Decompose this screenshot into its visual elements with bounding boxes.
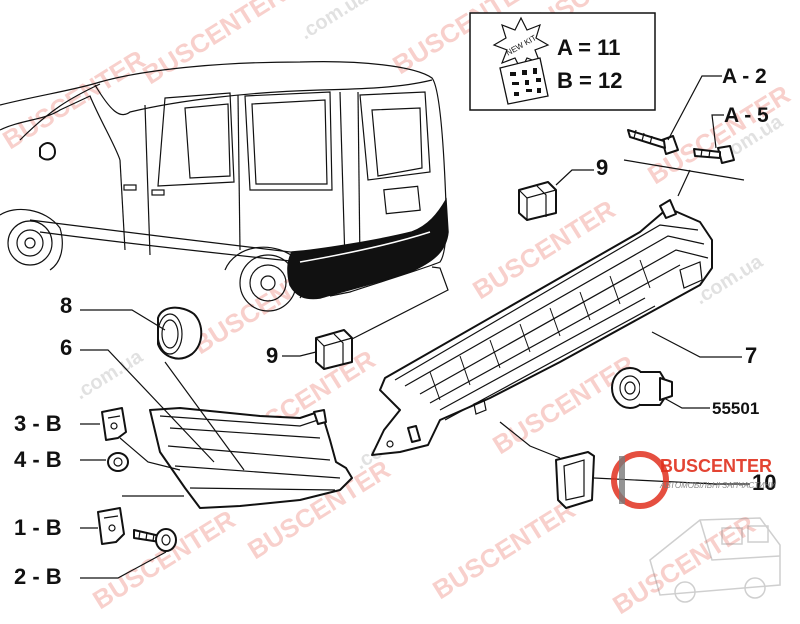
lamp-8 <box>157 306 203 360</box>
callout-10: 10 <box>752 470 776 495</box>
logo-tagline: АВТОМОБІЛЬНІ ЗАПЧАСТИНИ <box>659 481 776 490</box>
watermark-domain: .com.ua <box>71 345 147 404</box>
rear-bumper-7 <box>371 199 713 456</box>
kit-line-a: A = 11 <box>557 35 620 60</box>
watermark-brand: BUSCENTER <box>137 0 290 90</box>
kit-legend-box: NEW KIT A = 11 B = 12 <box>469 12 656 111</box>
screw-a5 <box>693 145 735 164</box>
clip-9-left <box>315 329 353 370</box>
van-illustration <box>0 61 449 312</box>
logo-brand: BUSCENTER <box>660 456 772 476</box>
buscenter-logo: BUSCENTER АВТОМОБІЛЬНІ ЗАПЧАСТИНИ <box>611 451 781 603</box>
corner-bumper-6 <box>149 407 353 509</box>
clip-9-top <box>518 181 557 221</box>
screw-a2 <box>627 129 679 155</box>
callout-a5: A - 5 <box>724 104 769 127</box>
clip-1b <box>97 507 125 545</box>
watermark-brand: BUSCENTER <box>427 494 580 605</box>
kit-parts-icon <box>510 68 541 96</box>
callout-1b: 1 - B <box>14 515 62 540</box>
kit-line-b: B = 12 <box>557 68 622 93</box>
washer-4b <box>107 452 129 472</box>
callout-4b: 4 - B <box>14 447 62 472</box>
callout-9-left: 9 <box>266 343 278 368</box>
callout-3b: 3 - B <box>14 411 62 436</box>
callout-7: 7 <box>745 343 757 368</box>
screw-2b <box>133 528 177 552</box>
callout-9-top: 9 <box>596 155 608 180</box>
minibus-watermark-icon <box>649 517 781 603</box>
callout-8: 8 <box>60 293 72 318</box>
clip-3b <box>101 407 127 441</box>
callout-55501: 55501 <box>712 399 759 418</box>
watermark-brand: BUSCENTER <box>607 509 760 620</box>
callout-a2: A - 2 <box>722 65 767 88</box>
cover-plate-10 <box>555 451 595 509</box>
watermark-domain: .com.ua <box>296 0 372 44</box>
sensor-55501 <box>611 367 673 409</box>
callout-2b: 2 - B <box>14 564 62 589</box>
callout-6: 6 <box>60 335 72 360</box>
